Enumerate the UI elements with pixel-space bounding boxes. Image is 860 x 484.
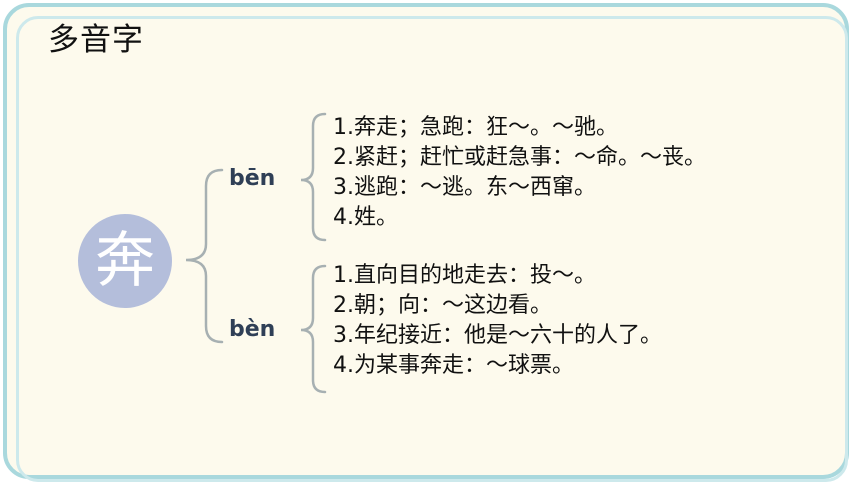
definition-item: 4.姓。: [333, 205, 398, 230]
pinyin-ben1: bēn: [229, 166, 276, 191]
main-brace: [185, 168, 224, 344]
definition-item: 2.朝；向：～这边看。: [333, 293, 552, 318]
definition-item: 4.为某事奔走：～球票。: [333, 353, 574, 378]
pinyin-ben4: bèn: [229, 317, 276, 342]
character-circle: 奔: [78, 214, 172, 308]
definition-item: 1.直向目的地走去：投～。: [333, 263, 596, 288]
definition-item: 1.奔走；急跑：狂～。～驰。: [333, 115, 618, 140]
definition-item: 3.年纪接近：他是～六十的人了。: [333, 323, 662, 348]
ben4-brace: [300, 264, 327, 394]
ben1-brace: [300, 112, 327, 242]
character-glyph: 奔: [95, 226, 155, 296]
definition-item: 2.紧赶；赶忙或赶急事：～命。～丧。: [333, 145, 706, 170]
page-title: 多音字: [48, 22, 144, 58]
definition-list-ben1: 1.奔走；急跑：狂～。～驰。 2.紧赶；赶忙或赶急事：～命。～丧。 3.逃跑：～…: [333, 113, 706, 233]
definition-list-ben4: 1.直向目的地走去：投～。 2.朝；向：～这边看。 3.年纪接近：他是～六十的人…: [333, 261, 662, 381]
definition-item: 3.逃跑：～逃。东～西窜。: [333, 175, 596, 200]
